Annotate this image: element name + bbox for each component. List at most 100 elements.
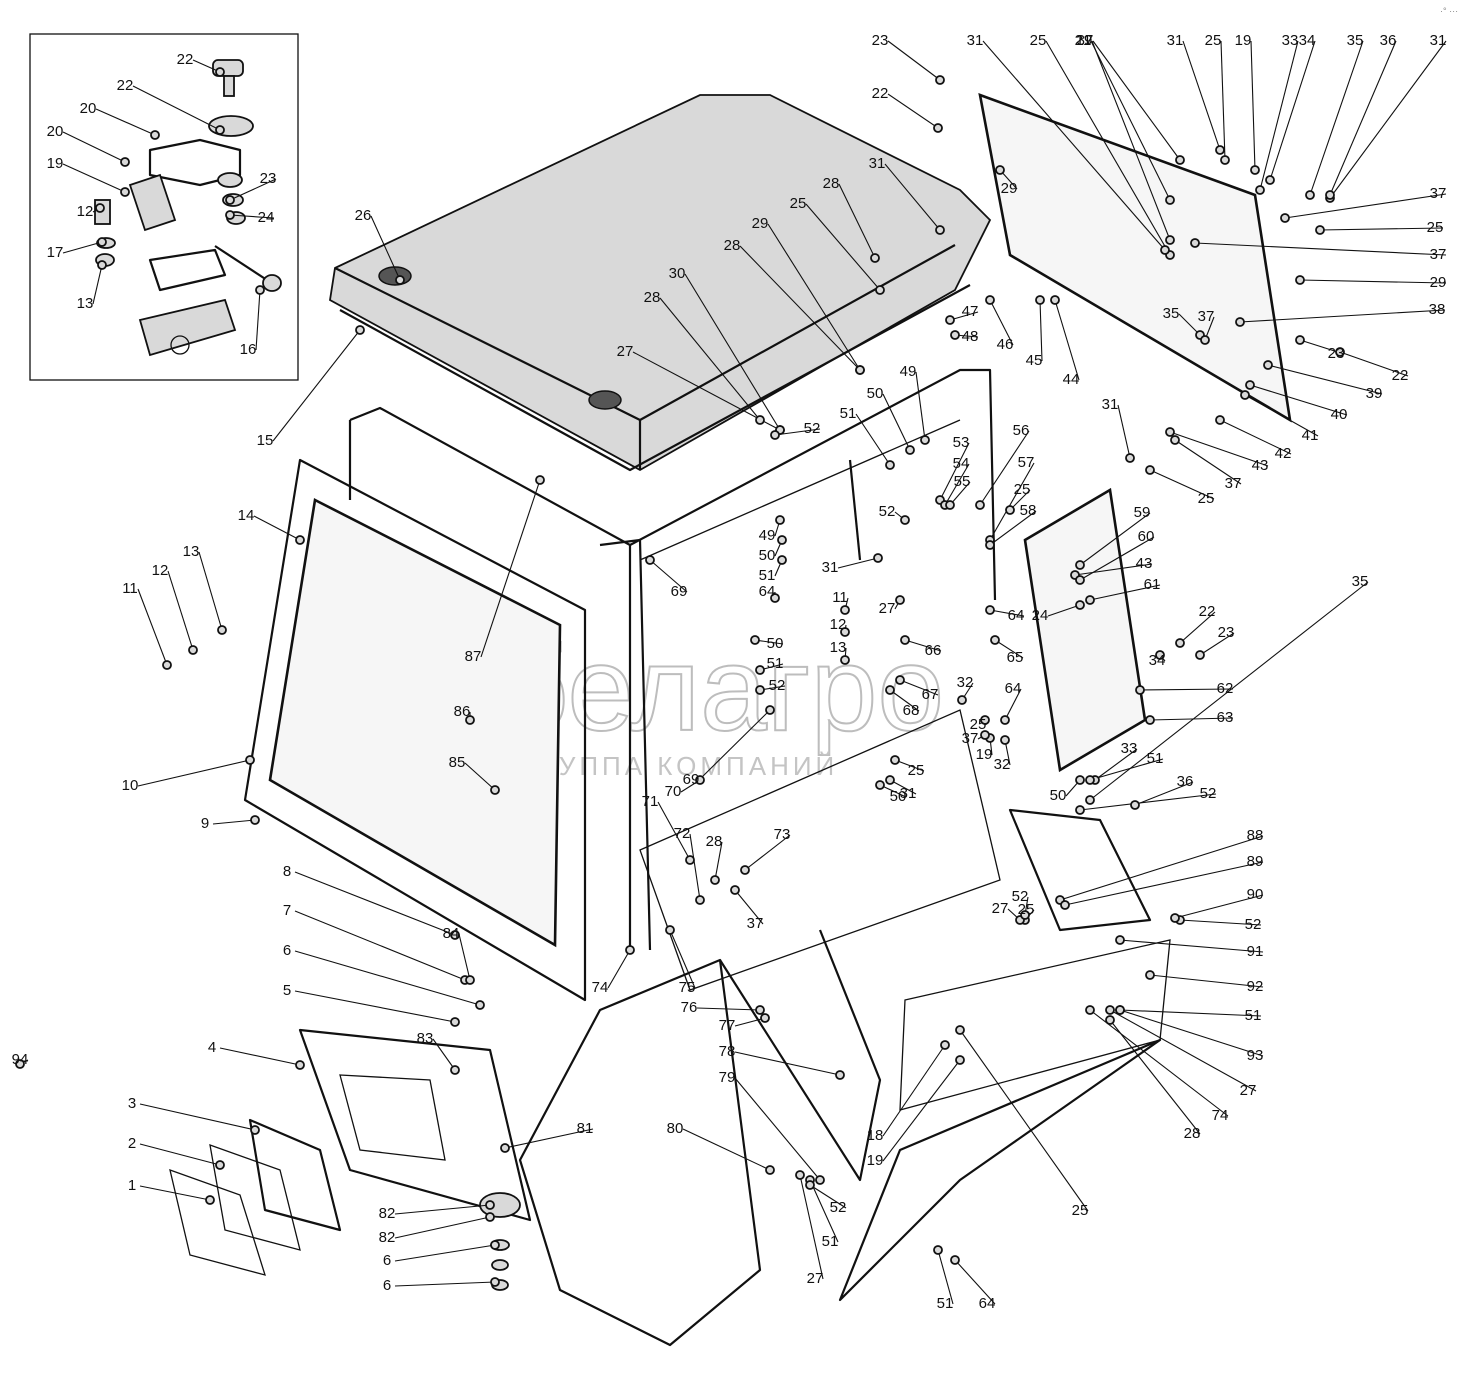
fastener-part [1170,913,1180,923]
callout-number: 32 [957,674,974,691]
callout-number: 35 [1347,32,1364,49]
callout-number: 4 [208,1039,216,1056]
callout-number: 44 [1063,371,1080,388]
fastener-part [795,1170,805,1180]
fastener-part [875,780,885,790]
callout-number: 33 [1282,32,1299,49]
fastener-part [295,535,305,545]
leader-line [1179,919,1262,926]
fastener-part [475,1000,485,1010]
fastener-part [295,1060,305,1070]
fastener-part [1115,1005,1125,1015]
callout-number: 37 [1077,32,1094,49]
callout-number: 55 [954,473,971,490]
fastener-part [120,187,130,197]
callout-number: 86 [454,703,471,720]
leader-line [1074,563,1153,576]
leader-line [480,479,541,658]
fastener-part [710,875,720,885]
leader-line [1182,40,1221,151]
callout-number: 51 [1147,750,1164,767]
callout-number: 37 [1198,308,1215,325]
fastener-part [885,775,895,785]
left-door [243,458,587,1002]
fastener-part [1145,465,1155,475]
fastener-part [885,685,895,695]
callout-number: 84 [443,925,460,942]
callout-number: 29 [1001,180,1018,197]
callout-number: 64 [979,1295,996,1312]
callout-labels: 1234566678910111112121213131314151617181… [12,32,1447,1312]
fastener-part [957,695,967,705]
leader-line [1174,439,1242,485]
fastener-part [1075,805,1085,815]
leader-line [1339,351,1409,377]
fastener-part [1280,213,1290,223]
fastener-part [1335,347,1345,357]
callout-number: 22 [1392,367,1409,384]
callout-number: 69 [671,583,688,600]
leader-line [1089,584,1161,601]
fastener-part [1035,295,1045,305]
callout-number: 92 [1247,978,1264,995]
fastener-part [775,515,785,525]
callout-number: 31 [1102,396,1119,413]
leader-line [1094,748,1138,781]
leader-line [1079,512,1151,566]
callout-number: 82 [379,1229,396,1246]
fastener-part [465,715,475,725]
callout-number: 16 [240,341,257,358]
leader-line [1047,604,1081,617]
callout-number: 19 [1235,32,1252,49]
leader-line [62,241,103,254]
fastener-part [933,1245,943,1255]
floor-assembly [518,709,1171,1347]
callout-number: 48 [962,328,979,345]
fastener-part [1085,595,1095,605]
leader-line [1090,40,1171,201]
callout-number: 27 [807,1270,824,1287]
callout-number: 27 [992,900,1009,917]
leader-line [1319,227,1444,231]
callout-number: 20 [80,100,97,117]
fastener-part [1135,685,1145,695]
fastener-part [1240,390,1250,400]
leader-line [855,413,891,466]
leader-line [982,40,1166,251]
leader-line [394,1216,491,1239]
leader-line [1149,469,1215,500]
fastener-part [933,123,943,133]
fastener-part [695,775,705,785]
fastener-part [162,660,172,670]
leader-line [1092,40,1181,161]
leader-line [979,430,1030,506]
fastener-part [1000,735,1010,745]
fastener-part [985,295,995,305]
callout-number: 28 [706,833,723,850]
fastener-part [215,125,225,135]
fastener-part [1175,638,1185,648]
callout-number: 23 [872,32,889,49]
leader-line [1119,1009,1264,1057]
leader-line [937,1249,954,1305]
fastener-part [150,130,160,140]
callout-number: 74 [1212,1107,1229,1124]
leader-line [889,689,920,712]
callout-number: 38 [1429,301,1446,318]
callout-number: 49 [759,527,776,544]
callout-number: 72 [674,825,691,842]
callout-number: 35 [1163,305,1180,322]
fastener-part [945,500,955,510]
fastener-part [120,157,130,167]
fastener-part [777,555,787,565]
fastener-part [1175,155,1185,165]
callout-number: 51 [759,567,776,584]
leader-line [887,40,941,81]
callout-number: 87 [465,648,482,665]
fastener-part [777,535,787,545]
leader-line [1194,242,1447,256]
callout-number: 23 [260,170,277,187]
fastener-part [840,627,850,637]
fastener-part [225,210,235,220]
